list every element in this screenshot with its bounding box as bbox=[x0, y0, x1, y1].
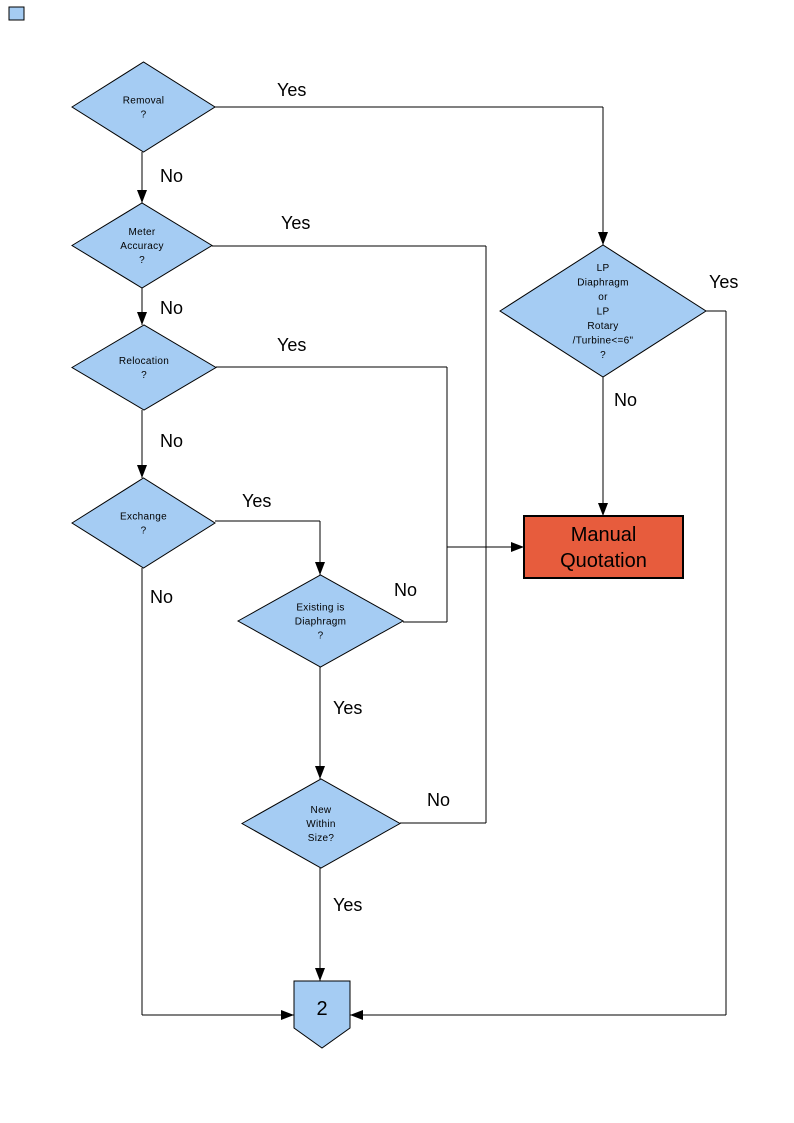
decision-lp-meter-type-label: ? bbox=[600, 350, 606, 361]
decision-lp-meter-type-label: Rotary bbox=[587, 321, 618, 332]
decision-meter-accuracy-label: Accuracy bbox=[120, 241, 164, 252]
arrowhead-left bbox=[350, 1010, 363, 1020]
arrowhead-down bbox=[137, 312, 147, 325]
decision-lp-meter-type-label: Diaphragm bbox=[577, 278, 629, 289]
decision-new-within-size-label: Size? bbox=[308, 833, 335, 844]
decision-lp-meter-type-shape bbox=[499, 244, 707, 378]
decision-meter-accuracy-label: Meter bbox=[128, 227, 155, 238]
decision-meter-accuracy-shape bbox=[71, 202, 213, 289]
arrowhead-right bbox=[281, 1010, 294, 1020]
start-marker-shape bbox=[8, 6, 25, 21]
edge-label-meter-accuracy-no: No bbox=[160, 298, 183, 318]
decision-existing-is-diaphragm-shape bbox=[236, 574, 405, 668]
decision-exchange-label: Exchange bbox=[120, 512, 167, 523]
edge-label-new-within-size-no: No bbox=[427, 790, 450, 810]
decision-lp-meter-type-label: LP bbox=[597, 263, 610, 274]
decision-relocation: Relocation? bbox=[71, 324, 217, 411]
decision-removal-shape bbox=[71, 61, 216, 153]
edge-label-new-within-size-yes: Yes bbox=[333, 895, 362, 915]
decision-existing-is-diaphragm: Existing is Diaphragm? bbox=[236, 574, 405, 668]
edge-label-existing-is-diaphragm-no: No bbox=[394, 580, 417, 600]
decision-existing-is-diaphragm-label: Diaphragm bbox=[295, 617, 347, 628]
arrowhead-down bbox=[315, 562, 325, 575]
process-manual-quotation-shape bbox=[523, 515, 684, 579]
decision-removal: Removal? bbox=[71, 61, 216, 153]
edge-label-removal-no: No bbox=[160, 166, 183, 186]
offpage-connector-2-shape bbox=[293, 980, 351, 1049]
arrowhead-down bbox=[137, 465, 147, 478]
decision-removal-label: Removal bbox=[123, 96, 165, 107]
decision-exchange-shape bbox=[71, 477, 216, 569]
edge-label-existing-is-diaphragm-yes: Yes bbox=[333, 698, 362, 718]
edge-label-relocation-no: No bbox=[160, 431, 183, 451]
process-manual-quotation-label: Manual bbox=[571, 524, 637, 546]
edge-label-removal-yes: Yes bbox=[277, 80, 306, 100]
edge-label-exchange-no: No bbox=[150, 587, 173, 607]
decision-new-within-size-label: New bbox=[311, 805, 332, 816]
decision-removal-label: ? bbox=[141, 110, 147, 121]
decision-existing-is-diaphragm-label: Existing is bbox=[296, 603, 344, 614]
decision-exchange: Exchange? bbox=[71, 477, 216, 569]
edge-label-exchange-yes: Yes bbox=[242, 491, 271, 511]
edge-label-lp-meter-type-no: No bbox=[614, 390, 637, 410]
arrowhead-down bbox=[315, 766, 325, 779]
decision-lp-meter-type-label: /Turbine<=6" bbox=[573, 336, 634, 347]
decision-new-within-size-shape bbox=[240, 778, 402, 869]
arrowhead-right bbox=[511, 542, 524, 552]
decision-relocation-label: Relocation bbox=[119, 356, 169, 367]
decision-relocation-label: ? bbox=[141, 370, 147, 381]
offpage-connector-2-label: 2 bbox=[316, 998, 327, 1020]
decision-relocation-shape bbox=[71, 324, 217, 411]
arrowhead-down bbox=[598, 232, 608, 245]
start-marker bbox=[8, 6, 25, 21]
decision-new-within-size-label: Within bbox=[306, 819, 336, 830]
edge-label-meter-accuracy-yes: Yes bbox=[281, 213, 310, 233]
offpage-connector-2: 2 bbox=[293, 980, 351, 1049]
arrowhead-down bbox=[598, 503, 608, 516]
arrowhead-down bbox=[315, 968, 325, 981]
arrowhead-down bbox=[137, 190, 147, 203]
decision-meter-accuracy-label: ? bbox=[139, 255, 145, 266]
edge-label-relocation-yes: Yes bbox=[277, 335, 306, 355]
decision-lp-meter-type-label: or bbox=[598, 292, 608, 303]
decision-exchange-label: ? bbox=[141, 526, 147, 537]
decision-existing-is-diaphragm-label: ? bbox=[318, 631, 324, 642]
decision-lp-meter-type-label: LP bbox=[597, 307, 610, 318]
process-manual-quotation-label: Quotation bbox=[560, 550, 647, 572]
edge-label-lp-meter-type-yes: Yes bbox=[709, 272, 738, 292]
